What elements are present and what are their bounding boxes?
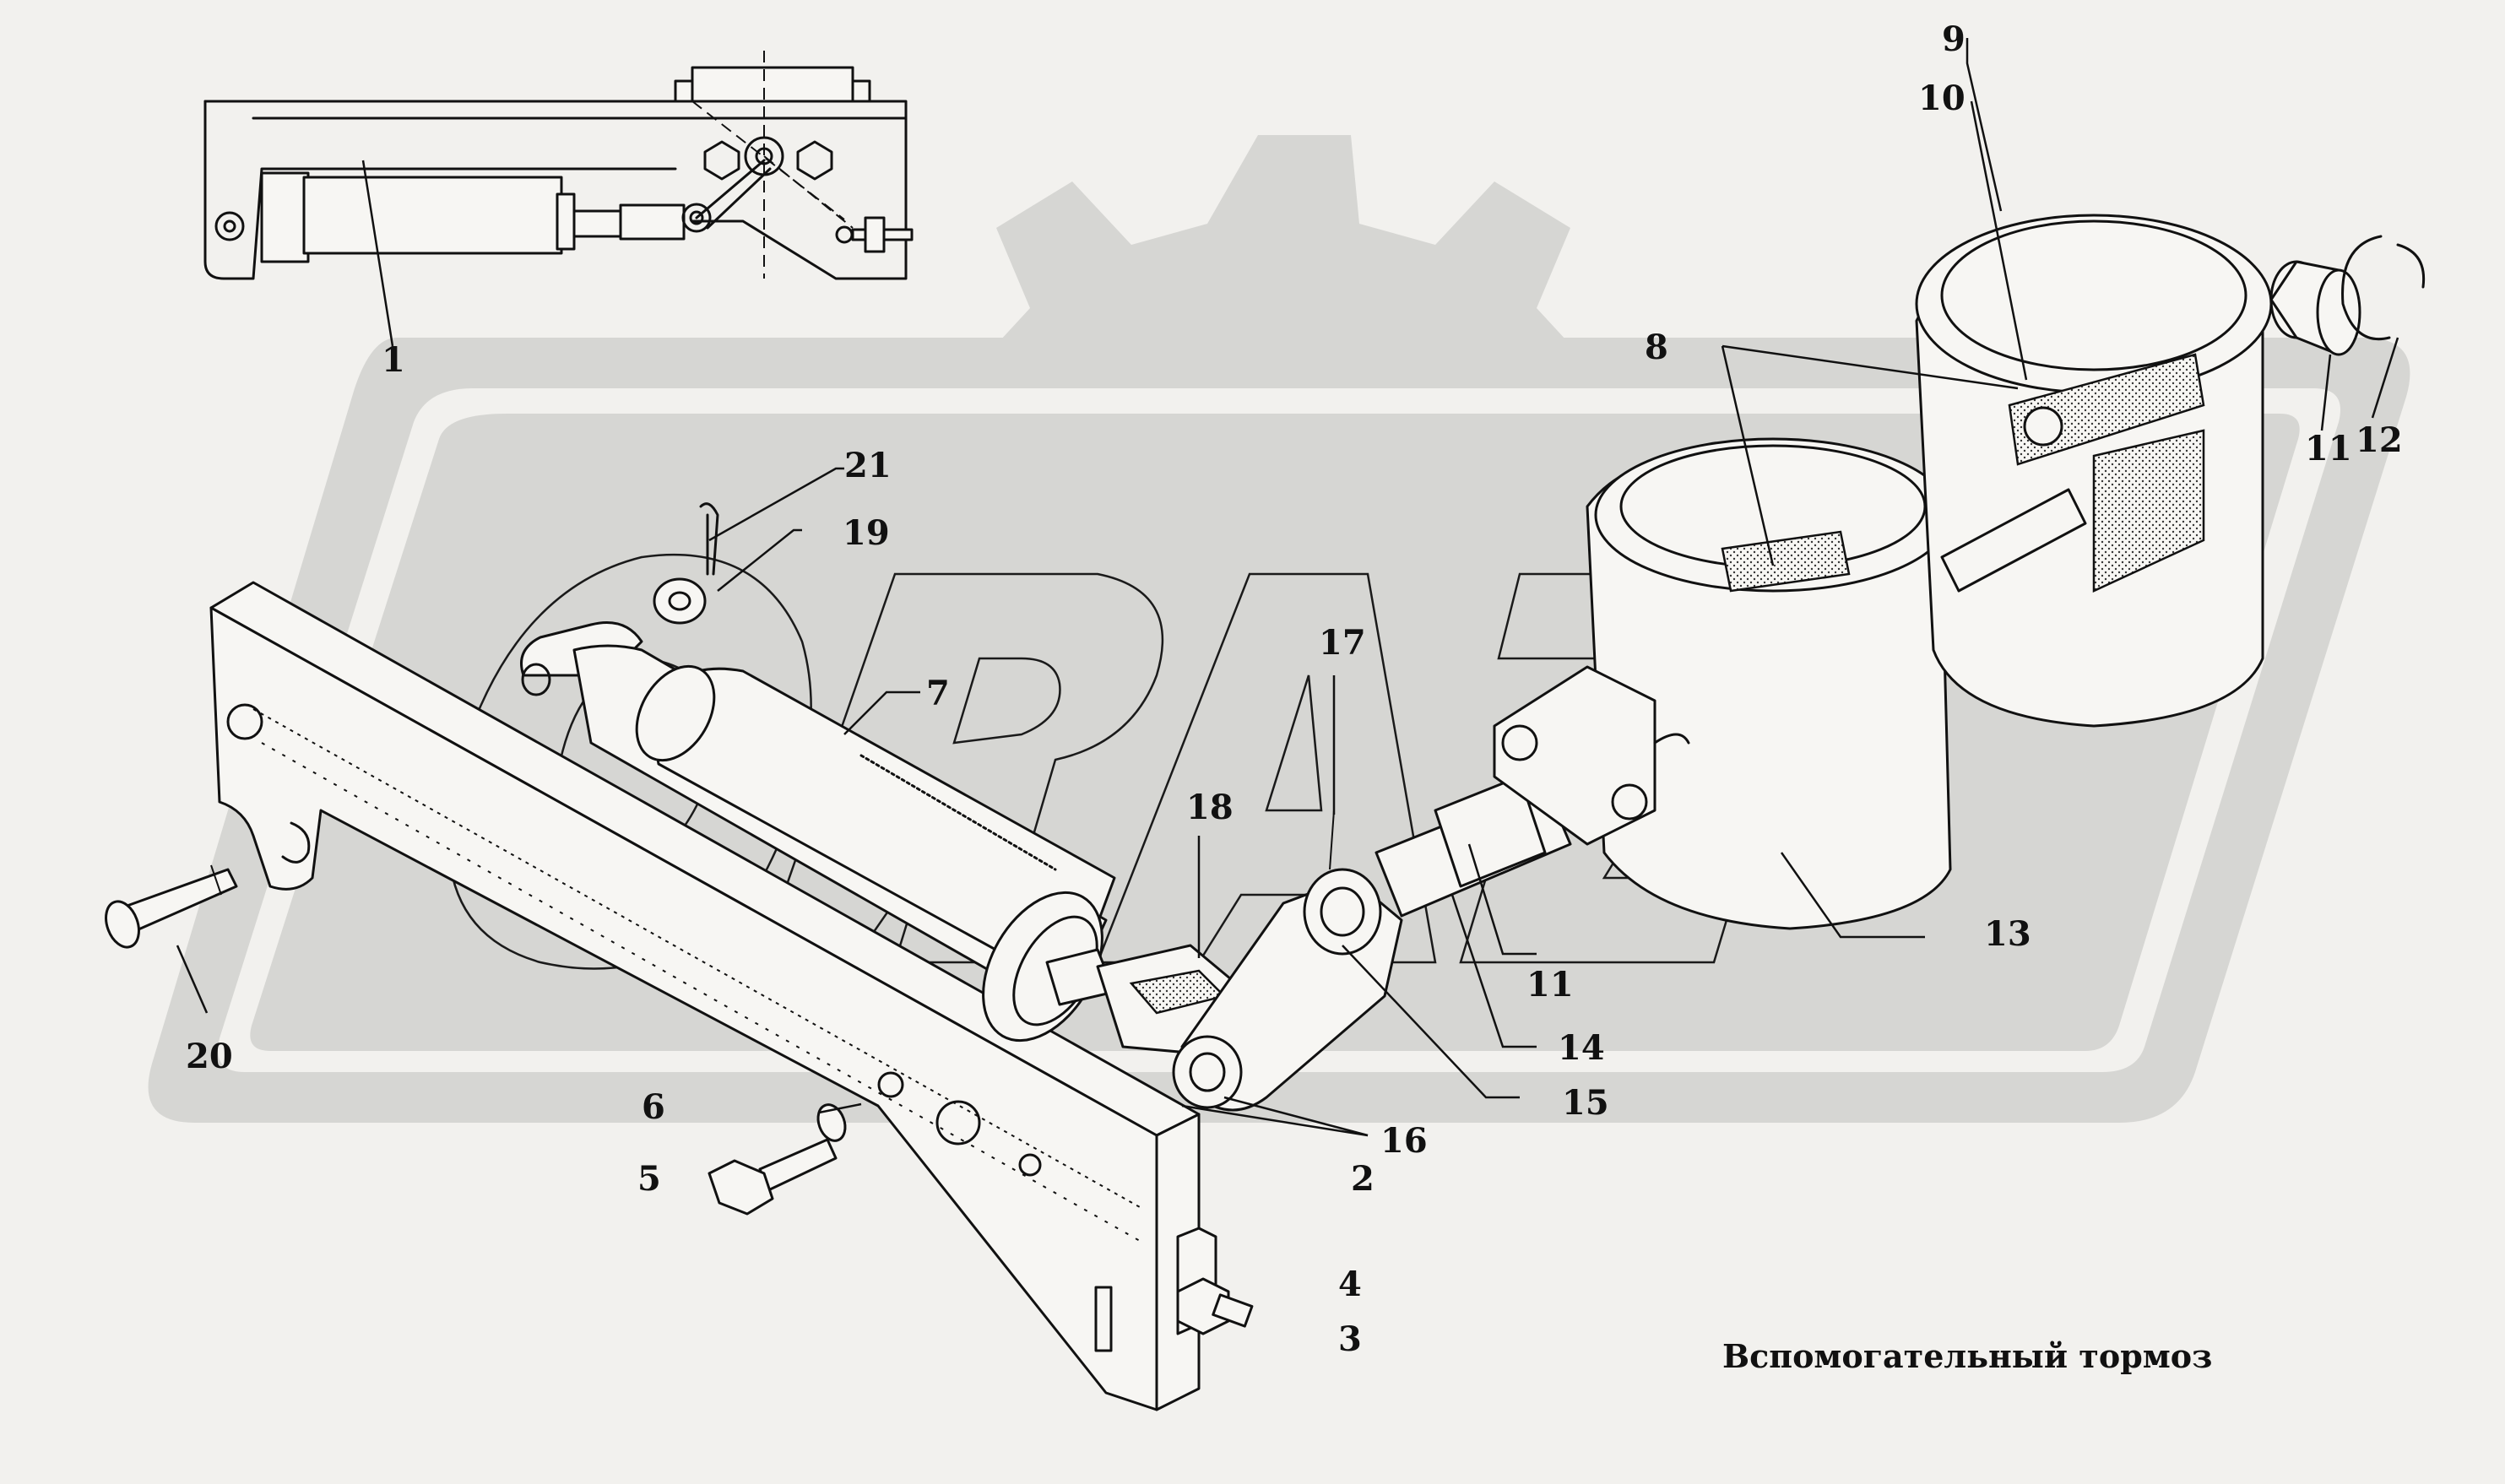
callout-12: 12 [2356, 420, 2403, 460]
pin-part-20 [105, 864, 238, 949]
callout-17: 17 [1319, 623, 1366, 663]
valve-housing-part-13 [1493, 437, 1952, 930]
callout-15: 15 [1562, 1083, 1609, 1123]
callout-11-lower: 11 [1526, 965, 1574, 1005]
callout-19: 19 [843, 513, 890, 553]
callout-labels: 1 2 3 4 5 6 7 8 9 10 11 11 12 13 14 15 1… [186, 19, 2403, 1359]
retaining-ring-part-12 [2341, 235, 2426, 341]
bolt-part-5 [708, 1103, 847, 1216]
callout-1: 1 [382, 340, 405, 380]
inset-assembly-view [203, 51, 914, 280]
callout-9: 9 [1942, 19, 1966, 59]
callout-6: 6 [642, 1087, 665, 1127]
callout-7: 7 [926, 674, 950, 713]
leader-lines [176, 38, 2399, 1137]
pneumatic-cylinder [520, 621, 1116, 1043]
lever-part-15 [1172, 810, 1403, 1112]
cotter-pin-part-21 [699, 502, 719, 576]
diagram-caption: Вспомогательный тормоз [1722, 1337, 2212, 1375]
callout-11-upper: 11 [2305, 429, 2352, 468]
bushing-part-11 [2269, 260, 2361, 356]
callout-5: 5 [637, 1159, 661, 1199]
callout-18: 18 [1186, 788, 1234, 827]
washer-part-19 [653, 577, 707, 625]
callout-2: 2 [1351, 1159, 1374, 1199]
callout-14: 14 [1558, 1028, 1605, 1068]
nut-parts-3-4 [1176, 1227, 1254, 1335]
callout-3: 3 [1338, 1319, 1362, 1359]
callout-16: 16 [1380, 1121, 1428, 1161]
callout-10: 10 [1918, 79, 1966, 118]
flap-valve-part-9-10 [1915, 214, 2273, 728]
callout-21: 21 [844, 446, 892, 485]
callout-13: 13 [1984, 914, 2031, 954]
callout-20-pin: 20 [186, 1037, 233, 1076]
callout-8: 8 [1645, 328, 1668, 367]
callout-4: 4 [1338, 1265, 1362, 1304]
